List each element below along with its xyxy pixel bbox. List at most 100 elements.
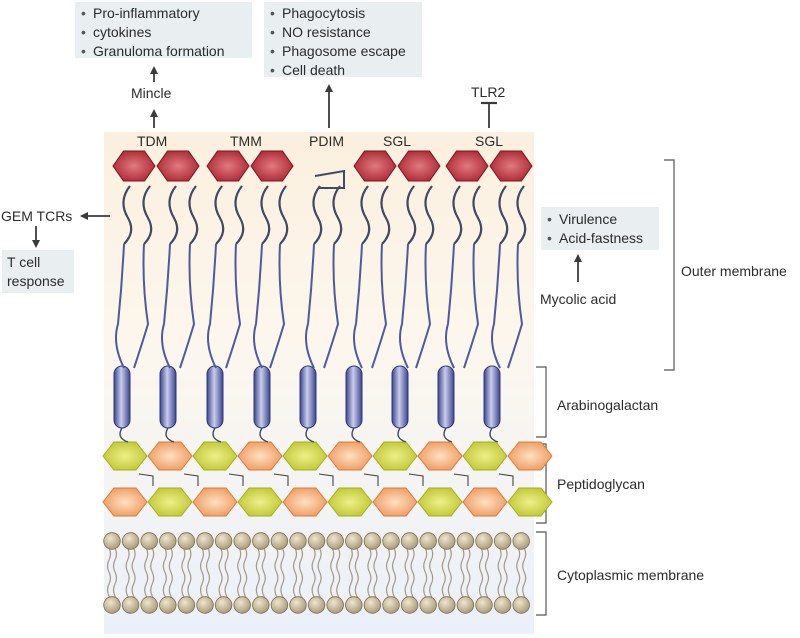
lipid-tail [522, 547, 527, 603]
arabinogalactan-unit [253, 365, 271, 429]
lipid-head [400, 532, 419, 550]
lipid-tail [168, 547, 173, 603]
effect-pro-inflammatory: Pro-inflammatory [79, 4, 252, 23]
lipid-head [475, 596, 493, 614]
lipid-chain-upper [424, 185, 435, 245]
arabinogalactan-unit [206, 365, 224, 429]
lipid-head [438, 532, 456, 550]
effect-granuloma: Granuloma formation [79, 42, 252, 61]
effect-phagocytosis: Phagocytosis [268, 4, 422, 23]
lipid-tail [131, 547, 136, 603]
lipid-chain-upper [260, 185, 271, 245]
lipid-head [326, 596, 344, 614]
nam-sugar [507, 441, 553, 471]
lipid-head [438, 596, 456, 614]
lipid-tail [317, 547, 322, 603]
nam-sugar [102, 487, 148, 517]
lipid-tail [243, 547, 248, 603]
lipid-head [456, 532, 475, 550]
lipid-head [121, 596, 140, 614]
lipid-chain-lower [463, 243, 480, 369]
nag-sugar [237, 487, 283, 517]
lipid-chain-upper [142, 185, 153, 245]
lipid-tail [112, 547, 118, 603]
lipid-head [512, 596, 530, 614]
arrows [32, 66, 582, 282]
lipid-head [419, 596, 437, 614]
peptide-crosslink [273, 473, 289, 486]
lipid-head [121, 532, 140, 550]
pdim-effects-box: Phagocytosis NO resistance Phagosome esc… [264, 2, 422, 80]
peptide-crosslink [183, 473, 199, 486]
pdim-head [314, 169, 345, 189]
lipid-head [214, 532, 233, 550]
t-cell-response-box: T cell response [2, 250, 74, 293]
glycolipid-head [397, 150, 441, 182]
lipid-chain-upper [312, 185, 323, 245]
bracket-arabinogalactan [536, 366, 547, 438]
lipid-tail [373, 547, 378, 603]
lipid-chain-lower [323, 243, 340, 369]
lipid-head [103, 596, 121, 614]
lipid-chain-lower [133, 243, 150, 369]
ag-linker [443, 427, 453, 443]
lipid-head [382, 596, 400, 614]
lipid-tail [354, 547, 359, 603]
ag-linker [119, 427, 129, 443]
gem-tcrs-label: GEM TCRs [1, 208, 73, 224]
peptide-crosslink [363, 473, 379, 486]
lipid-tail [224, 547, 229, 603]
mincle-label: Mincle [131, 85, 172, 101]
mincle-effects-box: Pro-inflammatory cytokines Granuloma for… [75, 2, 252, 61]
nam-sugar [147, 441, 193, 471]
lipid-chain-lower [207, 243, 217, 369]
ag-linker [165, 427, 175, 443]
lipid-head [493, 596, 512, 614]
peptide-crosslink [498, 473, 514, 486]
lipid-tail [503, 547, 508, 603]
lipid-head [196, 596, 214, 614]
lipid-chain-upper [214, 185, 225, 245]
lipid-chain-upper [452, 185, 463, 245]
lipid-chain-lower [179, 243, 196, 369]
lipid-head [196, 532, 214, 550]
lipid-chain-lower [305, 243, 315, 369]
lipid-chain-upper [360, 185, 371, 245]
mycolic-acid-label: Mycolic acid [540, 291, 617, 307]
lipid-tail [410, 547, 415, 603]
peptide-crosslink [408, 473, 424, 486]
nam-sugar [192, 487, 238, 517]
lipid-head [345, 532, 363, 550]
lipid-head [512, 532, 530, 550]
nag-sugar [462, 441, 508, 471]
lipid-head [214, 596, 233, 614]
effect-cell-death: Cell death [268, 61, 422, 80]
label-tdm: TDM [137, 133, 168, 149]
lipid-chain-upper [332, 185, 343, 245]
peptide-crosslink [228, 473, 244, 486]
arabinogalactan-unit [159, 365, 177, 429]
lipid-head [363, 532, 382, 550]
lipid-chain-upper [122, 185, 133, 245]
lipid-chain-lower [225, 243, 242, 369]
lipid-head [270, 596, 289, 614]
glycolipid-head [206, 150, 250, 182]
lipid-tail [205, 547, 211, 603]
lipid-chain-lower [507, 243, 524, 369]
lipid-tail [466, 547, 471, 603]
nam-sugar [372, 487, 418, 517]
ag-linker [259, 427, 269, 443]
effect-cytokines: cytokines [79, 23, 252, 42]
lipid-head [289, 532, 307, 550]
lipid-tail [187, 547, 192, 603]
nag-sugar [192, 441, 238, 471]
glycolipid-heads [112, 150, 533, 189]
tlr2-label: TLR2 [471, 84, 506, 100]
bracket-outer-membrane [664, 159, 675, 371]
t-cell-line-1: T cell [7, 254, 41, 270]
glycolipid-head [445, 150, 489, 182]
label-sgl-1: SGL [383, 133, 412, 149]
lipid-head [363, 596, 382, 614]
lipid-chain-lower [371, 243, 388, 369]
lipid-chain-upper [380, 185, 391, 245]
